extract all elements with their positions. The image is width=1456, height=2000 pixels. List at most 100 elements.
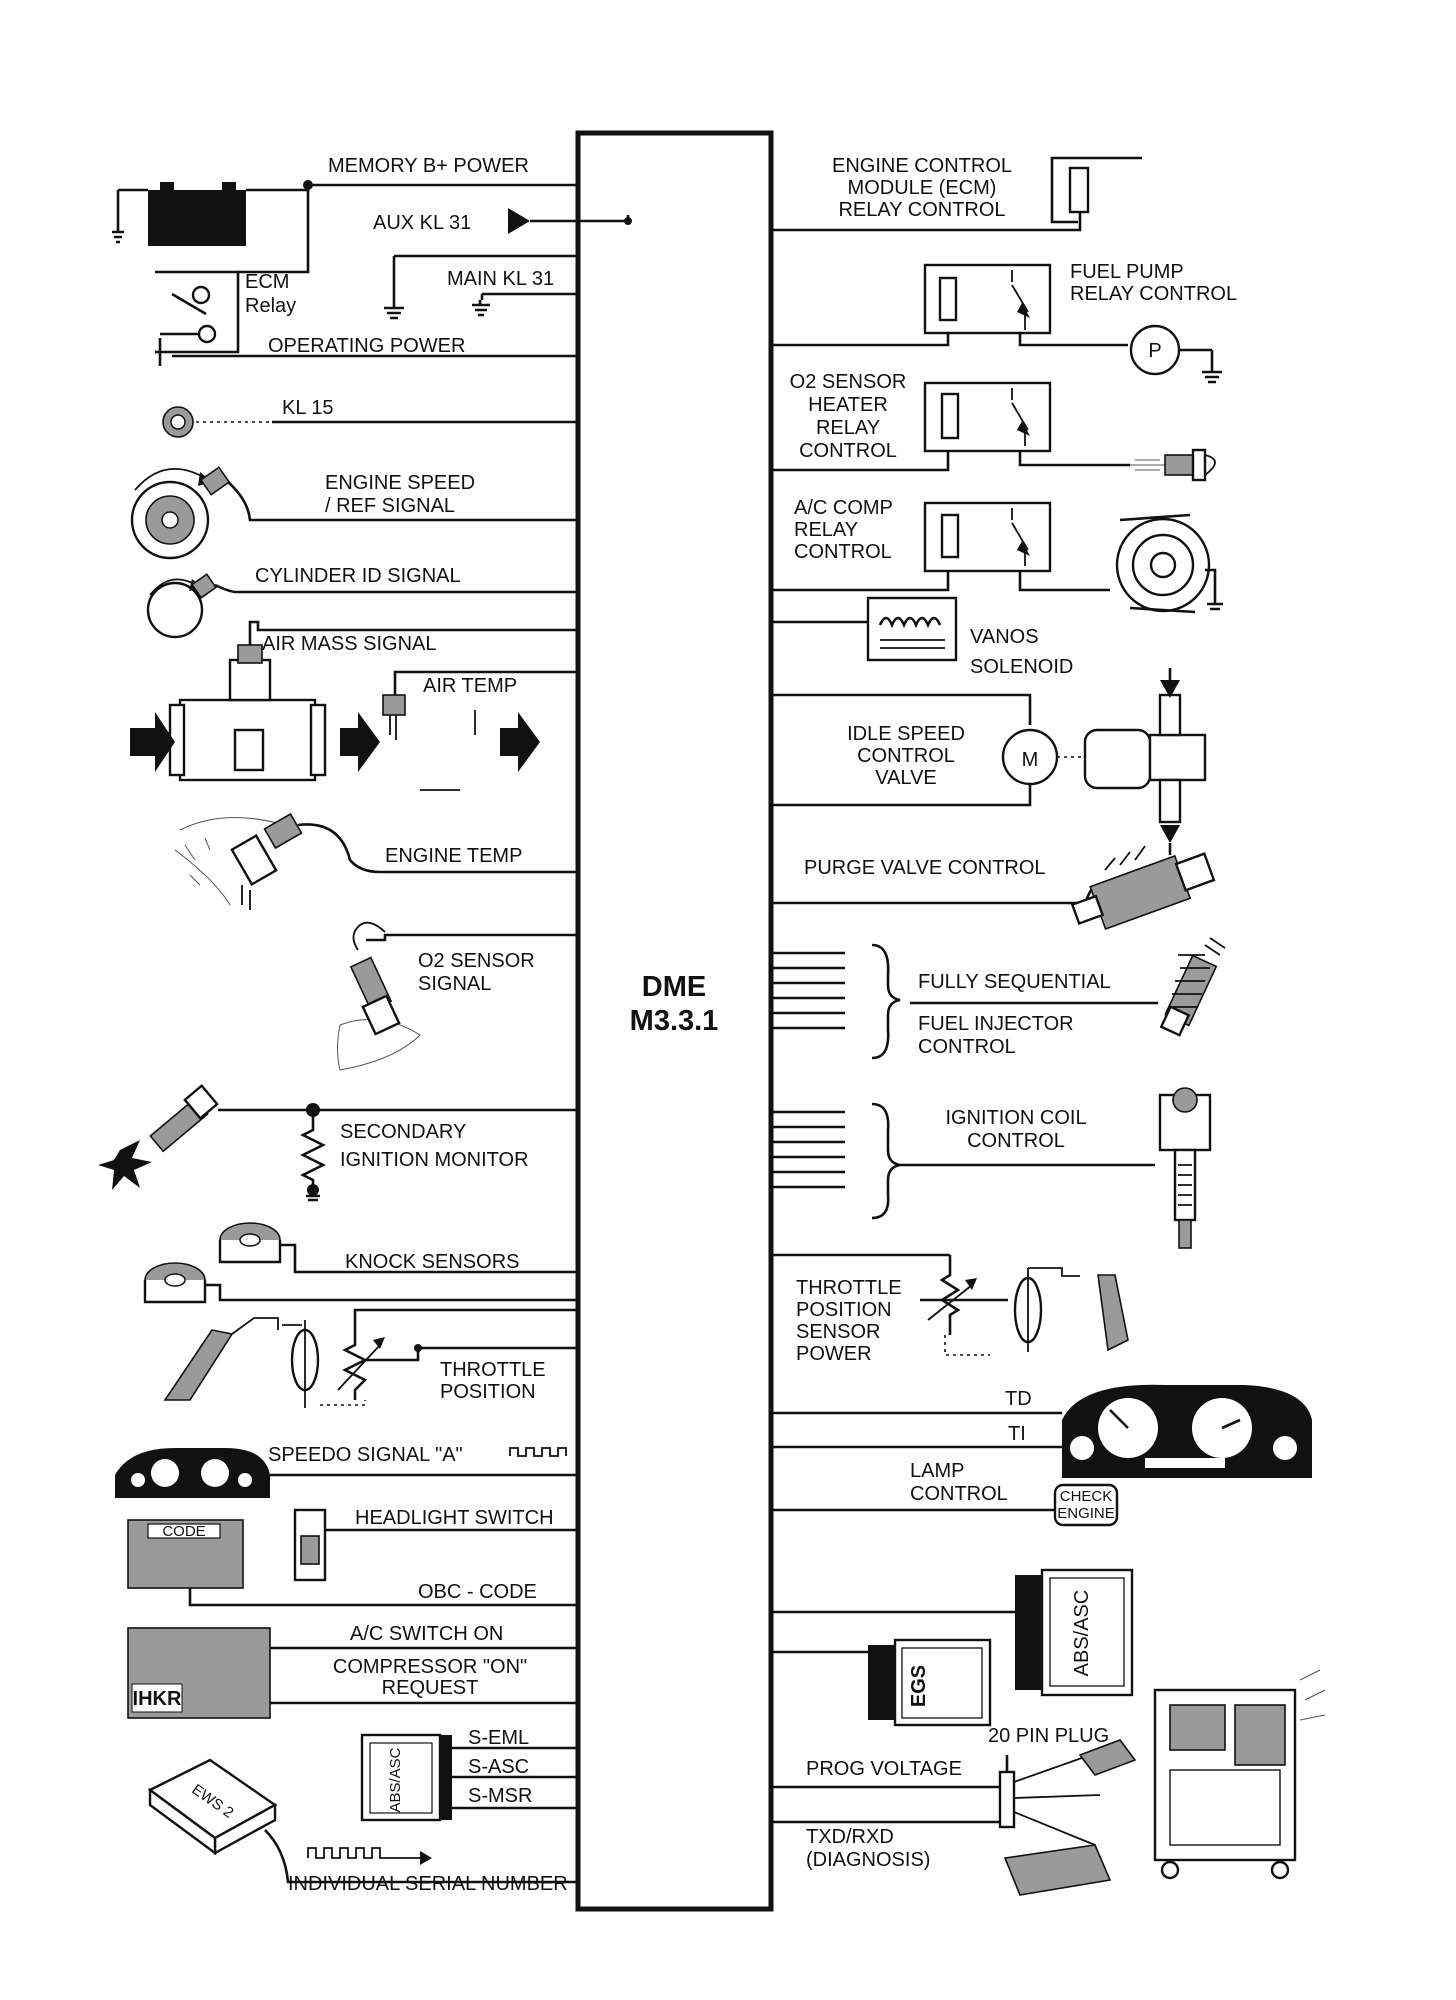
- aux-kl31-arrow: [508, 208, 530, 234]
- knock-sensor-icon: [143, 1222, 282, 1304]
- ac-comp-relay-label-3: CONTROL: [794, 541, 892, 563]
- dme-module-box: [575, 130, 774, 1912]
- o2-signal-label: O2 SENSOR: [418, 950, 535, 972]
- ignition-coil-icon: [1158, 1087, 1212, 1249]
- air-temp-sensor-icon: [382, 694, 476, 791]
- svg-text:ABS/ASC: ABS/ASC: [387, 1747, 404, 1812]
- svg-text:CHECK: CHECK: [1060, 1488, 1113, 1505]
- cylinder-id-label: CYLINDER ID SIGNAL: [255, 565, 461, 587]
- vanos-solenoid-icon: [866, 596, 958, 662]
- code-plate-icon: CODE: [127, 1519, 244, 1589]
- o2-signal-label-2: SIGNAL: [418, 973, 491, 995]
- crank-sensor-icon: [130, 466, 231, 560]
- fuel-pump-relay-icon: [923, 263, 1052, 335]
- fuel-pump-relay-label: FUEL PUMP: [1070, 261, 1184, 283]
- ac-compressor-clutch-icon: [1115, 513, 1223, 614]
- svg-text:IHKR: IHKR: [133, 1688, 182, 1710]
- o2-heater-label-2: HEATER: [808, 394, 888, 416]
- engine-speed-label-2: / REF SIGNAL: [325, 495, 455, 517]
- diagnosis-label: (DIAGNOSIS): [806, 1849, 930, 1871]
- cluster-output-icon: [1062, 1384, 1312, 1478]
- idle-valve-body-icon: [1057, 668, 1207, 855]
- ignition-coil-label: IGNITION COIL: [945, 1107, 1086, 1129]
- instrument-cluster-icon: [115, 1448, 270, 1498]
- serial-number-label: INDIVIDUAL SERIAL NUMBER: [288, 1873, 568, 1895]
- ecm-relay-icon: [155, 190, 578, 366]
- tps-power-label: THROTTLE: [796, 1277, 902, 1299]
- svg-text:ABS/ASC: ABS/ASC: [1071, 1590, 1093, 1677]
- idle-motor-letter: M: [1022, 749, 1039, 771]
- memory-power-label: MEMORY B+ POWER: [328, 155, 529, 177]
- txd-rxd-label: TXD/RXD: [806, 1826, 894, 1848]
- ecm-relay-control-label-2: MODULE (ECM): [848, 177, 997, 199]
- obc-code-label: OBC - CODE: [418, 1581, 537, 1603]
- ecm-relay-label-2: Relay: [245, 295, 296, 317]
- ti-label: TI: [1008, 1423, 1026, 1445]
- diagnostic-tester-icon: [1003, 1669, 1326, 1896]
- ignition-coil-label-2: CONTROL: [967, 1130, 1065, 1152]
- air-mass-label: AIR MASS SIGNAL: [262, 633, 437, 655]
- injector-control-label: FUEL INJECTOR: [918, 1013, 1074, 1035]
- o2-heater-sensor-icon: [1130, 448, 1216, 482]
- s-msr-label: S-MSR: [468, 1785, 532, 1807]
- injector-control-label-2: CONTROL: [918, 1036, 1016, 1058]
- vanos-label: VANOS: [970, 626, 1039, 648]
- o2-heater-label-4: CONTROL: [799, 440, 897, 462]
- operating-power-label: OPERATING POWER: [268, 335, 465, 357]
- headlight-switch-icon: [293, 1508, 327, 1582]
- tps-power-label-4: POWER: [796, 1343, 872, 1365]
- throttle-position-label: THROTTLE: [440, 1359, 546, 1381]
- ecm-relay-control-label: ENGINE CONTROL: [832, 155, 1012, 177]
- tps-sensor-icon: [927, 1255, 1129, 1356]
- td-label: TD: [1005, 1388, 1032, 1410]
- ecm-relay-control-label-3: RELAY CONTROL: [838, 199, 1005, 221]
- purge-valve-icon: [1070, 845, 1216, 931]
- ac-comp-relay-label-2: RELAY: [794, 519, 858, 541]
- check-engine-lamp-icon: CHECK ENGINE: [1053, 1483, 1119, 1527]
- ac-comp-relay-label: A/C COMP: [794, 497, 893, 519]
- vanos-label-2: SOLENOID: [970, 656, 1073, 678]
- kl15-label: KL 15: [282, 397, 334, 419]
- ac-switch-label: A/C SWITCH ON: [350, 1623, 503, 1645]
- dme-model-label: M3.3.1: [630, 1005, 719, 1037]
- ignition-coil-control-lines: [771, 1102, 901, 1220]
- compressor-request-label: COMPRESSOR "ON": [333, 1656, 527, 1678]
- abs-asc-output-module-icon: ABS/ASC: [1015, 1568, 1134, 1697]
- knock-sensors-label: KNOCK SENSORS: [345, 1251, 519, 1273]
- svg-text:ENGINE: ENGINE: [1057, 1505, 1115, 1522]
- throttle-pedal-icon: [163, 1317, 385, 1408]
- serial-pulse-icon: [307, 1847, 420, 1859]
- ews-module-icon: EWS 2: [147, 1758, 278, 1856]
- speedo-signal-label: SPEEDO SIGNAL "A": [268, 1444, 463, 1466]
- air-flow-out-arrow: [500, 712, 540, 772]
- spark-plug-icon: [98, 1084, 219, 1190]
- throttle-position-label-2: POSITION: [440, 1381, 536, 1403]
- coolant-temp-sensor-icon: [174, 812, 303, 910]
- ecm-relay-label: ECM: [245, 271, 289, 293]
- o2-sensor-icon: [337, 921, 421, 1071]
- svg-text:CODE: CODE: [162, 1523, 205, 1540]
- idle-valve-label-3: VALVE: [875, 767, 937, 789]
- fuel-injector-icon: [1159, 937, 1226, 1037]
- tps-power-label-3: SENSOR: [796, 1321, 880, 1343]
- ignition-key-icon: [162, 406, 272, 438]
- ihkr-panel-icon: IHKR: [127, 1627, 271, 1719]
- prog-voltage-label: PROG VOLTAGE: [806, 1758, 962, 1780]
- fuel-pump-relay-label-2: RELAY CONTROL: [1070, 283, 1237, 305]
- o2-heater-relay-icon: [923, 381, 1052, 453]
- aux-kl31-label: AUX KL 31: [373, 212, 471, 234]
- dme-label: DME: [642, 971, 706, 1003]
- ecm-relay-coil-icon: [1050, 156, 1142, 224]
- air-mass-meter-icon: [130, 644, 540, 782]
- air-flow-in-arrow: [130, 712, 175, 772]
- main-kl31-label: MAIN KL 31: [447, 268, 554, 290]
- lamp-control-label-2: CONTROL: [910, 1483, 1008, 1505]
- injector-control-lines: [771, 943, 901, 1060]
- secondary-ignition-label: SECONDARY: [340, 1121, 466, 1143]
- cam-sensor-icon: [146, 573, 218, 639]
- air-flow-mid-arrow: [340, 712, 380, 772]
- o2-heater-label: O2 SENSOR: [790, 371, 907, 393]
- pin-plug-label: 20 PIN PLUG: [988, 1725, 1109, 1747]
